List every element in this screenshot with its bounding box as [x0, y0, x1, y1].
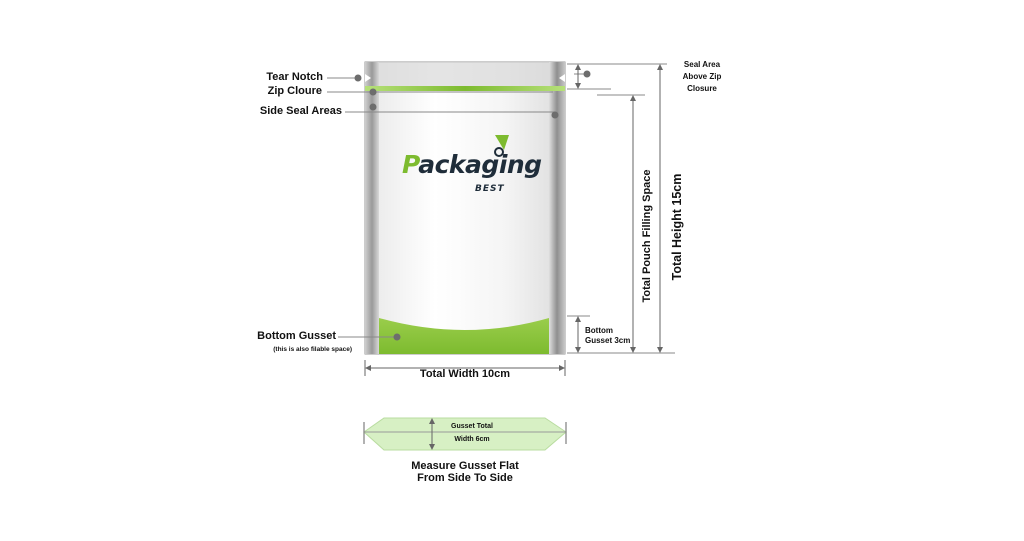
logo-rest: ackaging: [418, 150, 542, 179]
label-total-height: Total Height 15cm: [670, 173, 684, 281]
logo-wordmark: Packaging: [402, 150, 542, 179]
label-bottom-gusset-dim-1: Bottom: [585, 326, 613, 335]
label-side-seal-areas: Side Seal Areas: [259, 105, 342, 117]
bottom-gusset-area: [379, 318, 549, 354]
logo-first-letter: P: [402, 150, 419, 179]
logo-subtitle: BEST: [475, 184, 505, 194]
label-seal-area-2: Above Zip: [682, 72, 722, 81]
dimension-lines: [364, 64, 663, 376]
tear-notch: [365, 74, 371, 82]
label-tear-notch: Tear Notch: [266, 71, 323, 83]
leader-dots: [354, 70, 591, 341]
left-side-seal: [365, 62, 379, 354]
label-gusset-total-2: Width 6cm: [454, 436, 490, 443]
label-gusset-total-1: Gusset Total: [451, 423, 493, 430]
pouch-body: [364, 61, 566, 355]
gusset-flat: [363, 417, 567, 451]
label-bottom-gusset-note: (this is also filable space): [273, 346, 352, 353]
label-total-width: Total Width 10cm: [419, 368, 511, 380]
top-seal-area: [365, 62, 565, 86]
leader-lines: [327, 63, 675, 354]
label-zip-closure: Zip Cloure: [267, 85, 322, 97]
label-total-filling-space: Total Pouch Filling Space: [641, 169, 653, 303]
tear-notch-right: [559, 74, 565, 82]
logo-icon: [494, 135, 509, 157]
label-bottom-gusset-dim-2: Gusset 3cm: [585, 336, 631, 345]
label-measure-2: From Side To Side: [417, 472, 513, 484]
label-seal-area-1: Seal Area: [683, 60, 721, 69]
label-seal-area-3: Closure: [687, 84, 717, 93]
right-side-seal: [549, 62, 565, 354]
zip-closure: [365, 86, 565, 91]
label-measure-1: Measure Gusset Flat: [411, 460, 519, 472]
pouch: [364, 61, 566, 355]
label-bottom-gusset: Bottom Gusset: [257, 330, 336, 342]
